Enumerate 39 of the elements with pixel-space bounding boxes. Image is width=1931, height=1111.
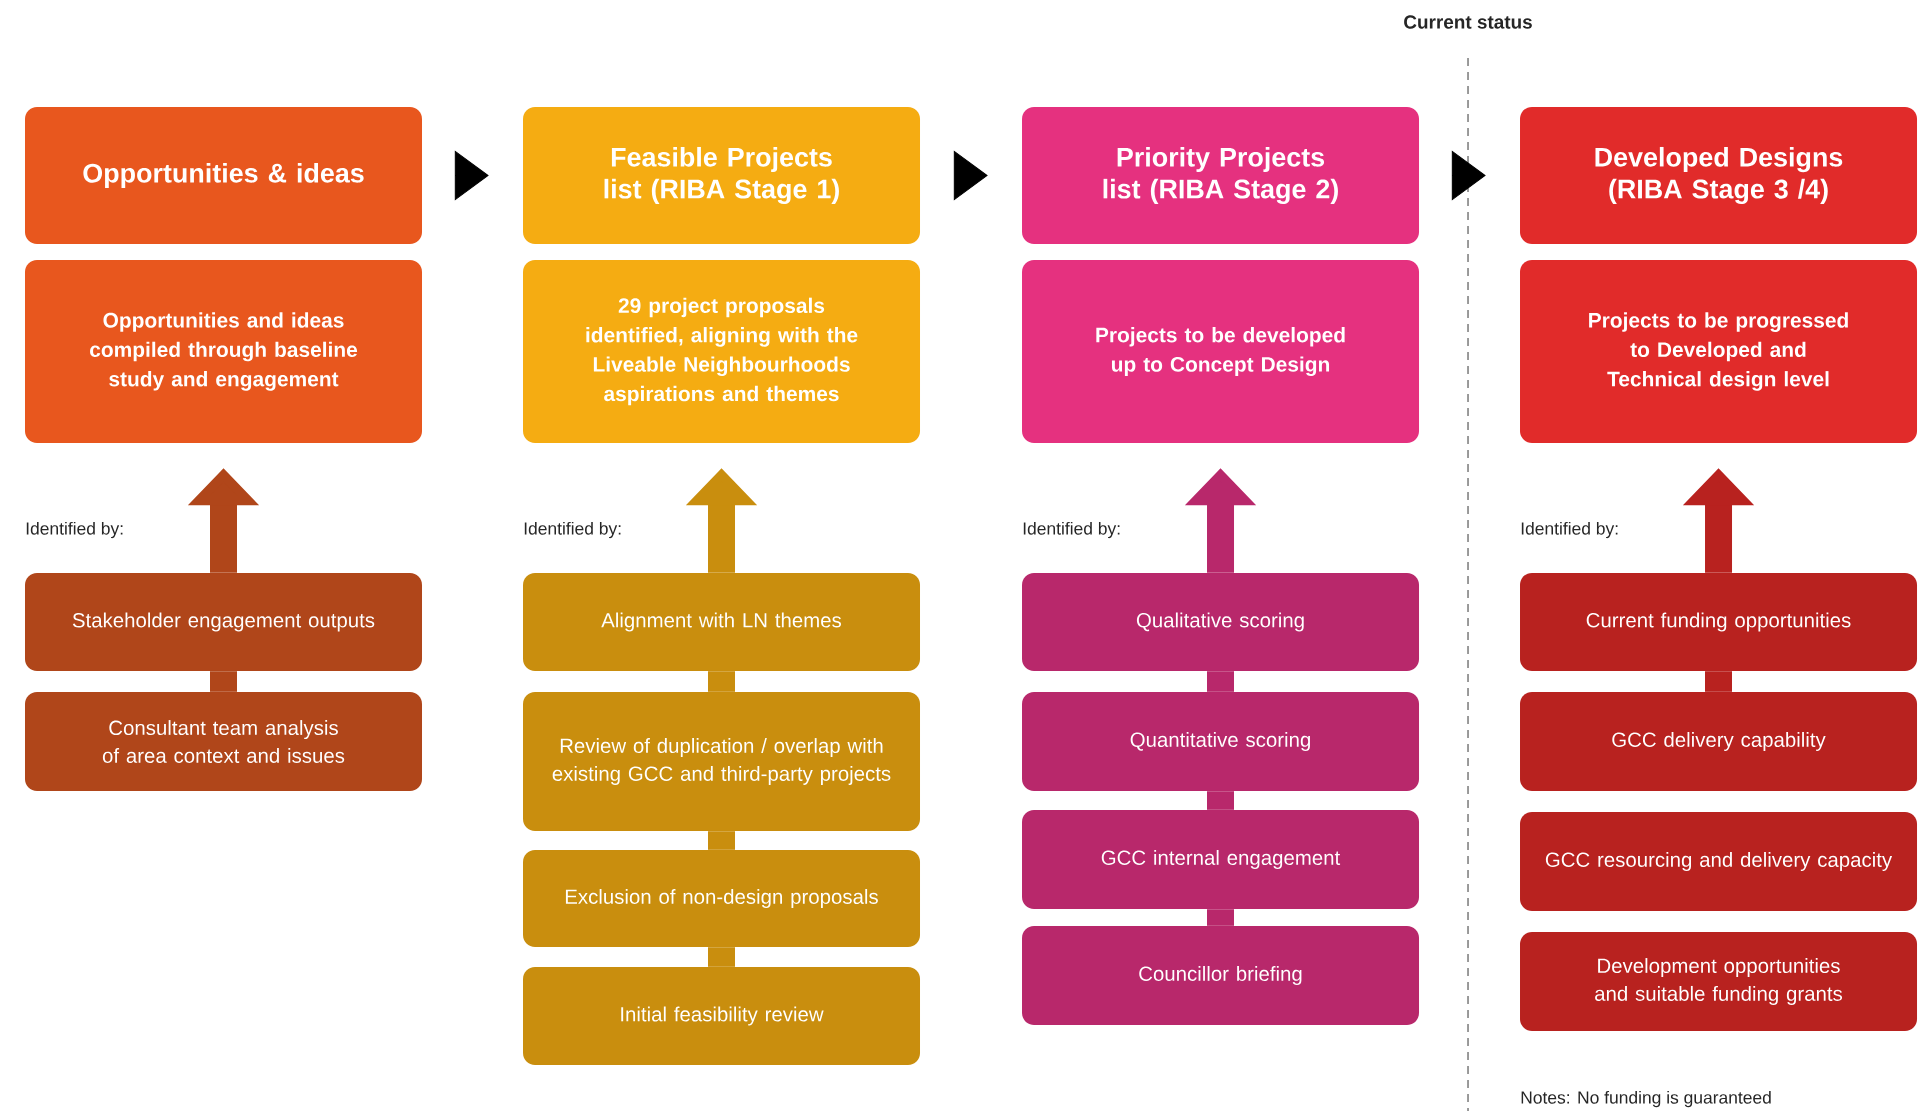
header-box: Feasible Projects list (RIBA Stage 1): [523, 107, 920, 244]
criteria-box: Review of duplication / overlap with existing GCC and third-party projects: [523, 692, 920, 831]
identified-by-label: Identified by:: [1521, 521, 1618, 539]
description-box: Projects to be developed up to Concept Design: [1022, 260, 1419, 443]
arrow: [454, 150, 489, 201]
connector-bar: [708, 947, 735, 967]
header-box: Priority Projects list (RIBA Stage 2): [1022, 107, 1419, 244]
criteria-box: Stakeholder engagement outputs: [25, 573, 422, 671]
connector-bar: [210, 671, 237, 692]
connector-bar: [708, 831, 735, 850]
description-box: Projects to be progressed to Developed and Technical design level: [1520, 260, 1917, 443]
identified-by-label: Identified by:: [1023, 521, 1120, 539]
connector-bar: [1207, 909, 1234, 926]
criteria-box: Councillor briefing: [1022, 926, 1419, 1025]
description-box: 29 project proposals identified, aligning with the Liveable Neighbourhoods aspirations and themes: [523, 260, 920, 443]
identified-by-label: Identified by:: [524, 521, 621, 539]
criteria-box: GCC internal engagement: [1022, 810, 1419, 909]
criteria-box: Initial feasibility review: [523, 967, 920, 1065]
identified-by-label: Identified by:: [26, 521, 123, 539]
connector-bar: [1705, 671, 1732, 692]
criteria-box: Current funding opportunities: [1520, 573, 1917, 671]
description-box: Opportunities and ideas compiled through baseline study and engagement: [25, 260, 422, 443]
arrow: [953, 150, 988, 201]
connector-bar: [708, 671, 735, 692]
criteria-box: Development opportunities and suitable funding grants: [1520, 932, 1917, 1031]
connector-bar: [1207, 791, 1234, 810]
note-text: Notes: No funding is guaranteed: [1521, 1090, 1771, 1108]
criteria-box: Qualitative scoring: [1022, 573, 1419, 671]
header-box: Opportunities & ideas: [25, 107, 422, 244]
criteria-box: Quantitative scoring: [1022, 692, 1419, 791]
header-box: Developed Designs (RIBA Stage 3 /4): [1520, 107, 1917, 244]
status-label: Current status: [1404, 15, 1532, 29]
criteria-box: Exclusion of non-design proposals: [523, 850, 920, 947]
arrow: [1451, 150, 1486, 201]
criteria-box: GCC delivery capability: [1520, 692, 1917, 791]
criteria-box: Consultant team analysis of area context and issues: [25, 692, 422, 791]
criteria-box: GCC resourcing and delivery capacity: [1520, 812, 1917, 911]
connector-bar: [1207, 671, 1234, 692]
criteria-box: Alignment with LN themes: [523, 573, 920, 671]
